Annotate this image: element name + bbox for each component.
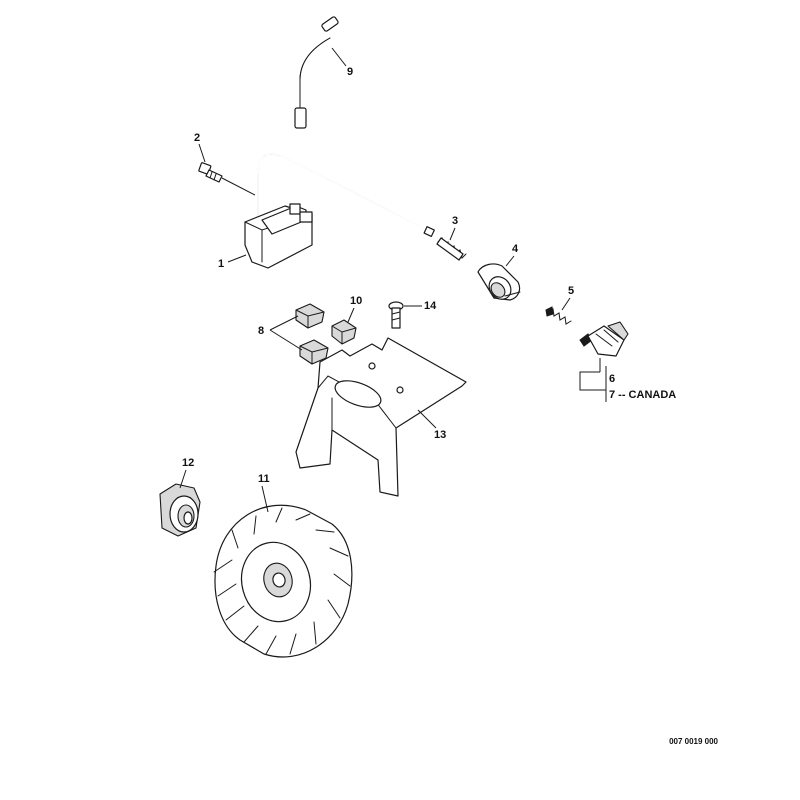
callout-13: 13: [434, 429, 446, 441]
leader-11: [261, 485, 269, 513]
leader-3: [449, 227, 456, 241]
callout-7: 7 -- CANADA: [609, 389, 676, 401]
drawing-number: 007 0019 000: [669, 737, 718, 746]
part-10-grommet[interactable]: [331, 319, 357, 345]
part-2-screw[interactable]: [198, 162, 223, 183]
part-5-spring[interactable]: [545, 306, 572, 325]
callout-4: 4: [512, 243, 519, 255]
leader-9: [331, 47, 347, 67]
part-6-7-spark-plug[interactable]: [579, 321, 629, 357]
part-4-plug-boot[interactable]: [477, 263, 521, 304]
callout-8: 8: [258, 325, 264, 337]
part-9-plug-lead[interactable]: [294, 16, 339, 129]
part-14-screw[interactable]: [388, 301, 404, 329]
leader-6-7-bracket: [579, 371, 606, 391]
leader-2: [198, 143, 206, 163]
part-1-ignition-coil[interactable]: [244, 153, 435, 269]
part-12-nut[interactable]: [159, 483, 201, 537]
part-13-cover[interactable]: [295, 337, 467, 497]
leader-8: [269, 315, 303, 351]
callout-12: 12: [182, 457, 194, 469]
leader-10: [347, 307, 355, 323]
callout-11: 11: [258, 473, 270, 485]
leader-12: [179, 469, 187, 489]
callout-1: 1: [218, 258, 224, 270]
callout-2: 2: [194, 132, 200, 144]
part-11-flywheel[interactable]: [213, 504, 353, 658]
callout-10: 10: [350, 295, 362, 307]
leader-2b: [221, 177, 256, 196]
callout-14: 14: [424, 300, 437, 312]
leader-5: [561, 297, 571, 311]
leader-1: [227, 254, 247, 263]
callout-6: 6: [609, 373, 615, 385]
callout-9: 9: [347, 66, 353, 78]
leader-4: [505, 255, 515, 267]
part-3-spring[interactable]: [436, 237, 467, 261]
callout-3: 3: [452, 215, 458, 227]
leader-13: [417, 409, 437, 429]
callout-5: 5: [568, 285, 574, 297]
part-8-grommets[interactable]: [295, 303, 329, 365]
